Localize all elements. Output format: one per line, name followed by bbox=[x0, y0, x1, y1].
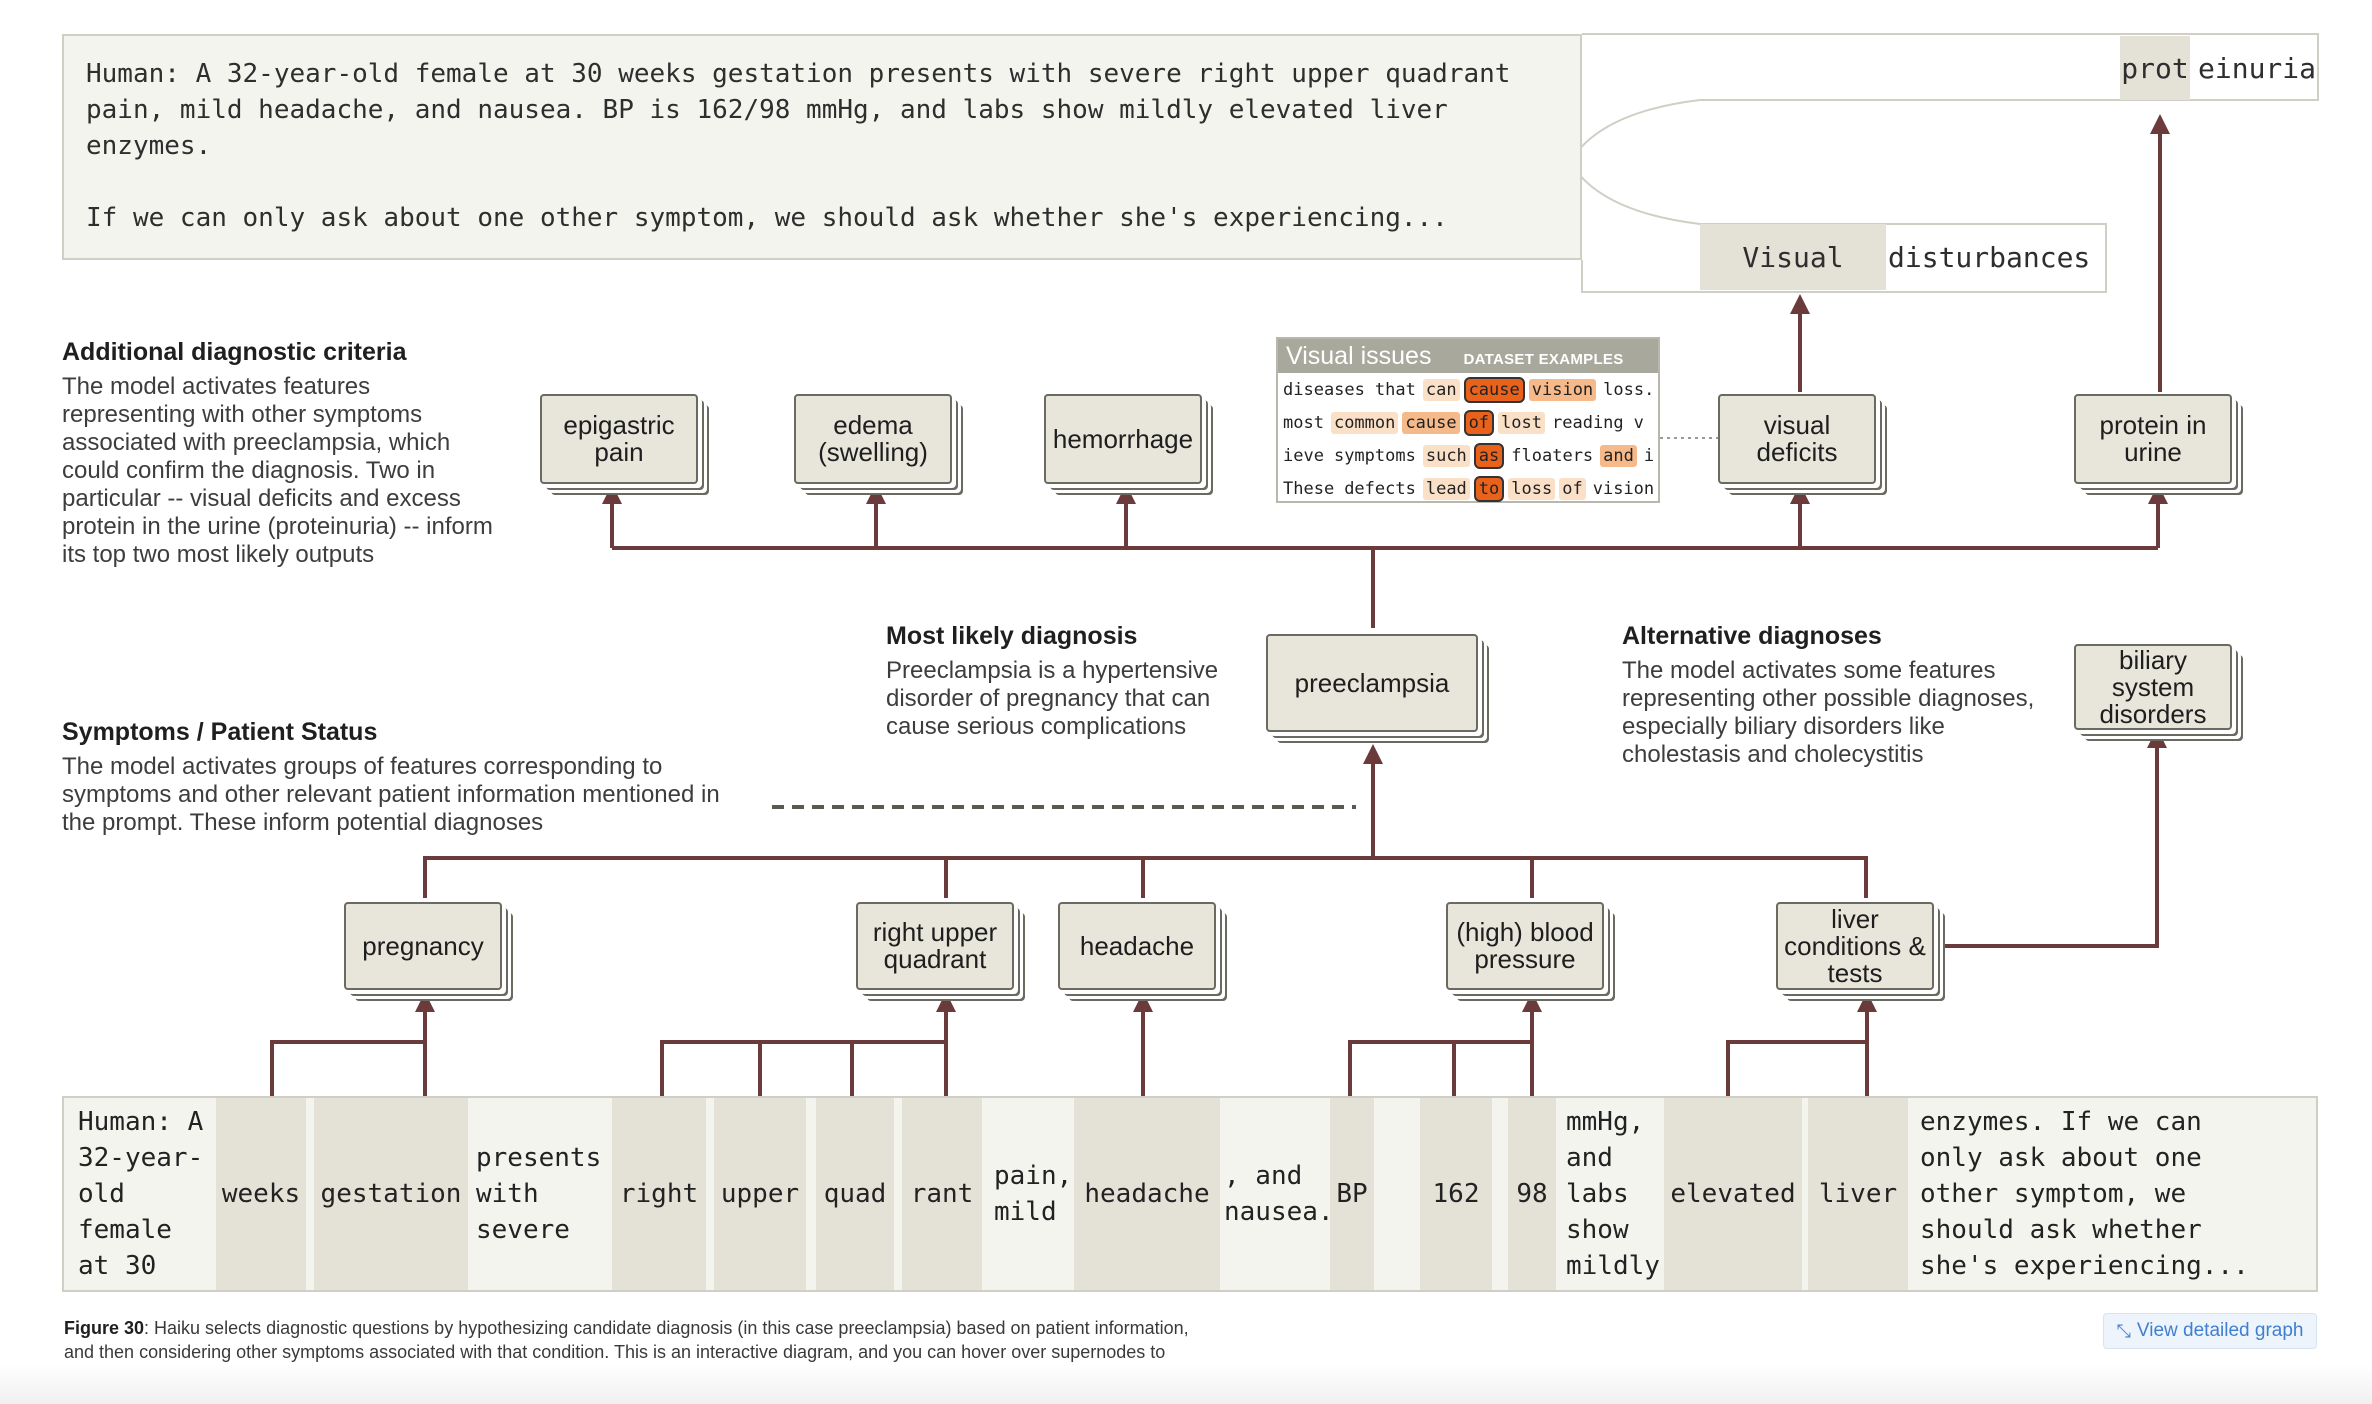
token-highlighted[interactable]: right bbox=[612, 1098, 706, 1290]
token-highlighted[interactable]: elevated bbox=[1664, 1098, 1802, 1290]
activation-token: v bbox=[1633, 412, 1644, 433]
token-highlighted[interactable]: weeks bbox=[216, 1098, 306, 1290]
bottom-fade bbox=[0, 1364, 2372, 1404]
token-highlighted[interactable]: rant bbox=[902, 1098, 982, 1290]
token bbox=[1492, 1098, 1502, 1290]
token: presents with severe bbox=[476, 1143, 602, 1245]
activation-token: loss. bbox=[1603, 379, 1655, 400]
activation-token: loss bbox=[1508, 477, 1556, 500]
annotation-body: Preeclampsia is a hypertensive disorder … bbox=[886, 657, 1219, 740]
node-visual-deficits[interactable]: visual deficits bbox=[1718, 394, 1876, 484]
view-graph-label: View detailed graph bbox=[2136, 1320, 2304, 1341]
edge-liver-to-biliary bbox=[1940, 728, 2167, 948]
node-high-blood-pressure[interactable]: (high) blood pressure bbox=[1446, 902, 1604, 990]
activation-token: i bbox=[1643, 445, 1655, 466]
node-epigastric-pain[interactable]: epigastric pain bbox=[540, 394, 698, 484]
annotation-body: The model activates groups of features c… bbox=[62, 753, 720, 836]
edge-tokens-to-ruq bbox=[660, 1040, 946, 1096]
node-pregnancy[interactable]: pregnancy bbox=[344, 902, 502, 990]
activation-token: defects bbox=[1344, 478, 1416, 499]
annotation-body: The model activates features representin… bbox=[62, 373, 493, 568]
activation-token: can bbox=[1422, 378, 1460, 401]
activation-token: cause bbox=[1463, 376, 1525, 403]
annotation-additional-criteria: Additional diagnostic criteria The model… bbox=[62, 338, 502, 569]
annotation-most-likely: Most likely diagnosis Preeclampsia is a … bbox=[886, 622, 1252, 741]
activation-token: diseases bbox=[1283, 379, 1365, 400]
annotation-symptoms: Symptoms / Patient Status The model acti… bbox=[62, 718, 752, 837]
activation-token: vision bbox=[1528, 378, 1597, 401]
edge-tokens-to-bp bbox=[1348, 1040, 1532, 1096]
activation-token: These bbox=[1283, 478, 1335, 499]
caption-label: Figure 30 bbox=[64, 1318, 145, 1338]
output-token-einuria: einuria bbox=[2198, 51, 2317, 85]
popup-subtitle: DATASET EXAMPLES bbox=[1463, 350, 1624, 368]
annotation-body: The model activates some features repres… bbox=[1622, 657, 2035, 768]
node-edema[interactable]: edema (swelling) bbox=[794, 394, 952, 484]
annotation-heading: Symptoms / Patient Status bbox=[62, 718, 378, 746]
token: , and nausea. bbox=[1224, 1161, 1334, 1227]
activation-token: symptoms bbox=[1333, 445, 1416, 466]
token-highlighted[interactable]: 162 bbox=[1420, 1098, 1492, 1290]
edge-tokens-to-liver bbox=[1726, 1040, 1867, 1096]
activation-token: as bbox=[1473, 442, 1505, 469]
node-right-upper-quadrant[interactable]: right upper quadrant bbox=[856, 902, 1014, 990]
token: Human: A 32-year- old female at 30 bbox=[78, 1107, 204, 1281]
edge-tokens-to-pregnancy bbox=[270, 1040, 425, 1096]
annotation-alternative: Alternative diagnoses The model activate… bbox=[1622, 622, 2062, 769]
activation-token: reading bbox=[1552, 412, 1624, 433]
activation-token: to bbox=[1473, 475, 1505, 502]
node-hemorrhage[interactable]: hemorrhage bbox=[1044, 394, 1202, 484]
token-highlighted[interactable]: 98 bbox=[1508, 1098, 1556, 1290]
token-highlighted[interactable]: upper bbox=[714, 1098, 806, 1290]
node-biliary-disorders[interactable]: biliary system disorders bbox=[2074, 644, 2232, 730]
activation-token: that bbox=[1374, 379, 1416, 400]
token: pain, mild bbox=[994, 1161, 1073, 1227]
activation-token: of bbox=[1559, 477, 1586, 500]
activation-token: cause bbox=[1402, 411, 1460, 434]
activation-token: such bbox=[1422, 444, 1470, 467]
token-highlighted[interactable]: gestation bbox=[314, 1098, 468, 1290]
activation-token: ieve bbox=[1283, 445, 1324, 466]
token-highlighted[interactable]: BP bbox=[1330, 1098, 1374, 1290]
node-headache[interactable]: headache bbox=[1058, 902, 1216, 990]
node-liver-conditions[interactable]: liver conditions & tests bbox=[1776, 902, 1934, 990]
activation-token: lead bbox=[1422, 477, 1470, 500]
prompt-box: Human: A 32-year-old female at 30 weeks … bbox=[62, 34, 1582, 260]
activation-token: of bbox=[1463, 409, 1495, 436]
token: enzymes. If we can only ask about one ot… bbox=[1920, 1107, 2249, 1281]
token-highlighted[interactable]: quad bbox=[816, 1098, 894, 1290]
output-token-prot: prot bbox=[2120, 36, 2190, 100]
token-highlighted[interactable]: headache bbox=[1074, 1098, 1220, 1290]
prompt-question: If we can only ask about one other sympt… bbox=[86, 203, 1448, 233]
activation-token: lost bbox=[1498, 411, 1545, 434]
annotation-heading: Alternative diagnoses bbox=[1622, 622, 1882, 650]
activation-token: floaters bbox=[1511, 445, 1594, 466]
node-preeclampsia[interactable]: preeclampsia bbox=[1266, 634, 1478, 732]
output-token-disturbances: disturbances bbox=[1888, 240, 2091, 274]
token bbox=[1374, 1098, 1384, 1290]
expand-arrows-icon: ⤡ bbox=[2116, 1320, 2131, 1341]
view-detailed-graph-button[interactable]: ⤡ View detailed graph bbox=[2103, 1313, 2317, 1349]
annotation-heading: Additional diagnostic criteria bbox=[62, 338, 407, 366]
output-token-visual: Visual bbox=[1700, 224, 1886, 290]
edge-symptom-bus bbox=[423, 856, 1868, 898]
token-highlighted[interactable]: liver bbox=[1808, 1098, 1908, 1290]
prompt-text: Human: A 32-year-old female at 30 weeks … bbox=[86, 59, 1527, 161]
activation-token: vision bbox=[1592, 478, 1655, 499]
dataset-examples-popup: Visual issues DATASET EXAMPLES diseases t… bbox=[1276, 337, 1660, 503]
annotation-heading: Most likely diagnosis bbox=[886, 622, 1138, 650]
activation-token: common bbox=[1330, 411, 1399, 434]
node-protein-in-urine[interactable]: protein in urine bbox=[2074, 394, 2232, 484]
token: mmHg, and labs show mildly bbox=[1566, 1107, 1660, 1281]
token-strip: Human: A 32-year- old female at 30 weeks… bbox=[62, 1096, 2318, 1292]
activation-token: and bbox=[1600, 444, 1637, 467]
popup-header: Visual issues DATASET EXAMPLES bbox=[1278, 339, 1658, 373]
popup-title: Visual issues bbox=[1286, 341, 1432, 370]
activation-token: most bbox=[1283, 412, 1324, 433]
